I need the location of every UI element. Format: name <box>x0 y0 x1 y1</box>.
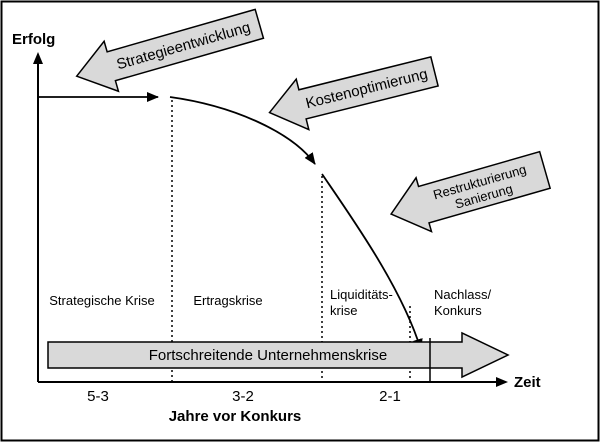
phase-label-liquidity-line2: krise <box>330 303 357 318</box>
progress-arrow-label: Fortschreitende Unternehmenskrise <box>149 347 387 364</box>
progress-arrow: Fortschreitende Unternehmenskrise <box>47 331 510 379</box>
phase-label-earnings: Ertragskrise <box>193 293 262 308</box>
phase-label-insolvency-line1: Nachlass/ <box>434 287 491 302</box>
x-axis-label: Zeit <box>514 374 541 391</box>
phase-label-liquidity-line1: Liquiditäts- <box>330 287 393 302</box>
y-axis-label: Erfolg <box>12 31 55 48</box>
x-axis-caption: Jahre vor Konkurs <box>169 408 302 425</box>
x-axis-arrowhead <box>496 377 508 387</box>
progress-arrow-shape <box>47 331 510 379</box>
cost-arrow-shape <box>268 55 440 131</box>
cost-arrow: Kostenoptimierung <box>268 55 440 131</box>
phase-label-insolvency-line2: Konkurs <box>434 303 482 318</box>
x-tick-2-1: 2-1 <box>379 388 401 405</box>
decline-curve-segment-2 <box>169 96 316 165</box>
x-tick-5-3: 5-3 <box>87 388 109 405</box>
x-tick-3-2: 3-2 <box>232 388 254 405</box>
strategy-arrow-shape <box>75 8 265 93</box>
y-axis-arrowhead <box>33 52 43 64</box>
restructuring-arrow-shape <box>389 150 552 233</box>
decline-curve-segment-3 <box>321 173 423 351</box>
phase-label-strategic: Strategische Krise <box>49 293 155 308</box>
